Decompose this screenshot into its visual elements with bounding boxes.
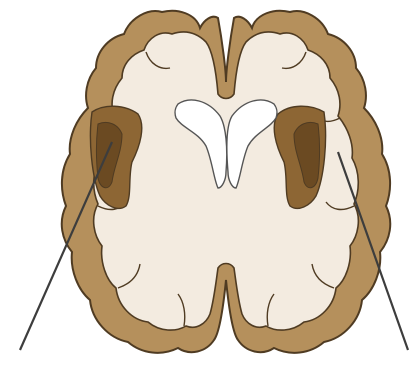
brain-section-diagram (0, 0, 416, 365)
